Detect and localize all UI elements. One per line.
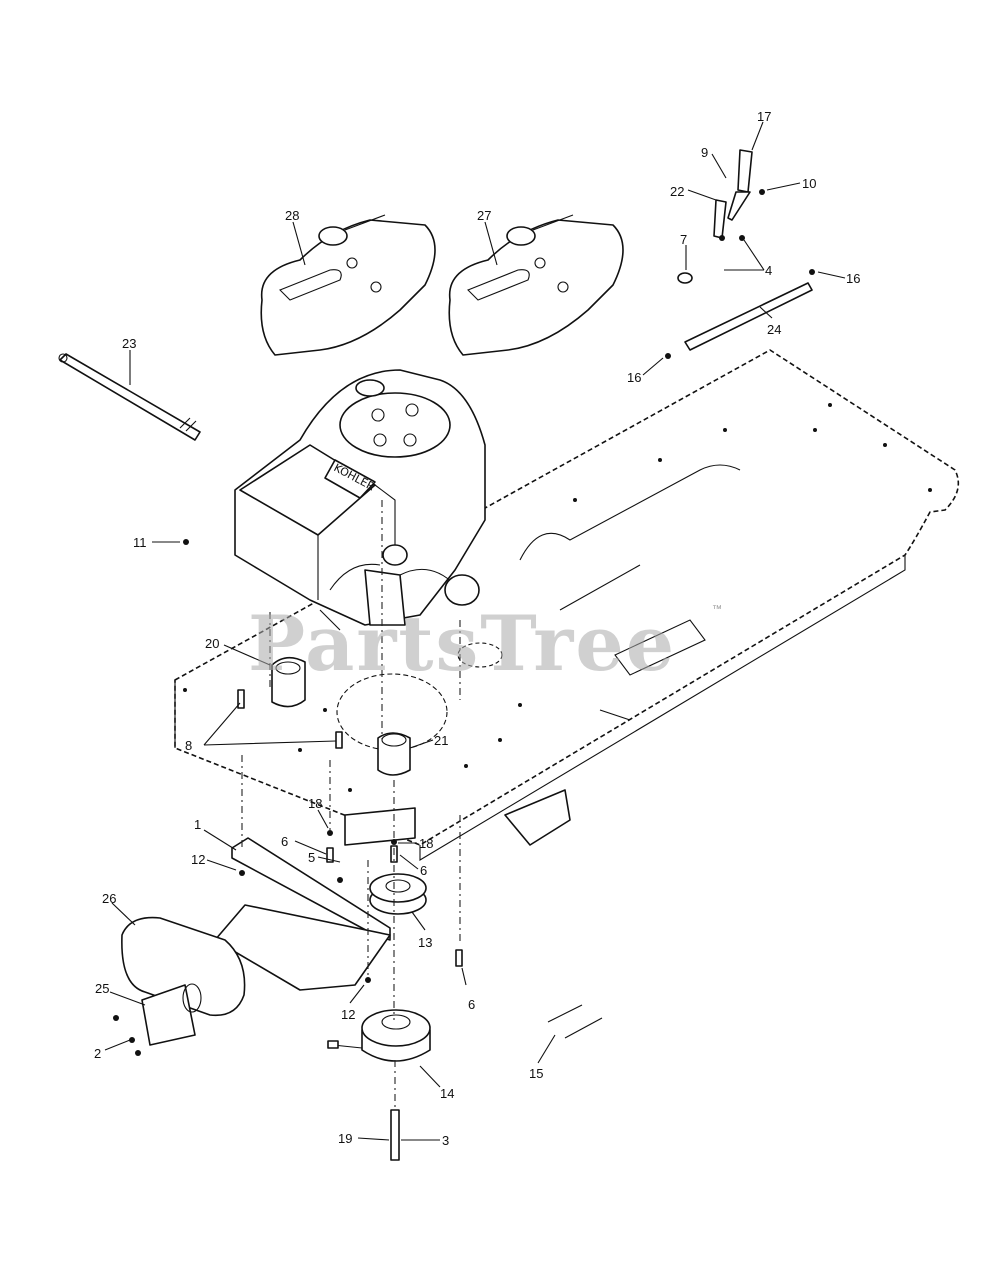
watermark-text: PartsTree <box>248 599 676 688</box>
watermark-trademark: ™ <box>712 604 722 615</box>
callout-7: 7 <box>680 232 687 247</box>
callout-18-left: 18 <box>308 796 322 811</box>
leader-lines <box>104 121 846 1141</box>
callout-19: 19 <box>338 1131 352 1146</box>
callout-16-top: 16 <box>846 271 860 286</box>
callout-24: 24 <box>767 322 781 337</box>
callout-27: 27 <box>477 208 491 223</box>
callout-15: 15 <box>529 1066 543 1081</box>
fuel-tank-right <box>448 214 624 356</box>
callout-12-bottom: 12 <box>341 1007 355 1022</box>
callout-9: 9 <box>701 145 708 160</box>
fuel-tank-left <box>260 214 436 356</box>
engine-pulley <box>369 873 427 915</box>
engine-spacer-right <box>377 732 411 776</box>
dipstick-tube <box>58 353 201 441</box>
callout-23: 23 <box>122 336 136 351</box>
assembly-centerlines <box>241 500 461 1110</box>
callout-6-right: 6 <box>420 863 427 878</box>
callout-3: 3 <box>442 1133 449 1148</box>
belt-keeper-rods <box>547 1004 603 1039</box>
callout-22: 22 <box>670 184 684 199</box>
callout-16-bottom: 16 <box>627 370 641 385</box>
callout-28: 28 <box>285 208 299 223</box>
muffler <box>113 916 246 1056</box>
callout-labels: 17 9 10 22 7 4 16 24 16 28 27 23 11 20 2… <box>94 109 860 1148</box>
callout-1: 1 <box>194 817 201 832</box>
callout-8: 8 <box>185 738 192 753</box>
callout-20: 20 <box>205 636 219 651</box>
callout-6-left: 6 <box>281 834 288 849</box>
deck-frame <box>174 349 960 861</box>
callout-25: 25 <box>95 981 109 996</box>
callout-12-top: 12 <box>191 852 205 867</box>
partstree-watermark: PartsTree ™ <box>248 599 722 688</box>
callout-26: 26 <box>102 891 116 906</box>
callout-21: 21 <box>434 733 448 748</box>
callout-6-bottom: 6 <box>468 997 475 1012</box>
callout-14: 14 <box>440 1086 454 1101</box>
callout-10: 10 <box>802 176 816 191</box>
callout-18-right: 18 <box>419 836 433 851</box>
engine: KOHLER <box>234 369 486 631</box>
throttle-control <box>677 149 765 284</box>
callout-4: 4 <box>765 263 772 278</box>
callout-13: 13 <box>418 935 432 950</box>
engine-spacer-left <box>271 656 306 708</box>
guard-bracket <box>214 807 416 991</box>
pto-clutch <box>327 1009 431 1062</box>
callout-11: 11 <box>133 535 147 550</box>
control-rod <box>665 269 815 359</box>
callout-5: 5 <box>308 850 315 865</box>
callout-2: 2 <box>94 1046 101 1061</box>
callout-17: 17 <box>757 109 771 124</box>
